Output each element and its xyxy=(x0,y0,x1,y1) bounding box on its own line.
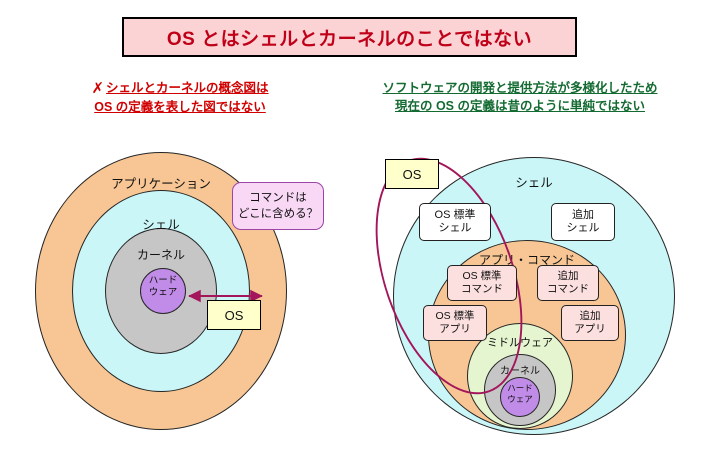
left-label-application: アプリケーション xyxy=(111,177,211,191)
caption-left-line1: ✗シェルとカーネルの概念図は xyxy=(22,79,338,98)
right-label-hardware: ハード ウェア xyxy=(500,383,540,404)
box-additional-command: 追加 コマンド xyxy=(537,265,599,301)
slide-title-box: OS とはシェルとカーネルのことではない xyxy=(122,17,577,57)
box-additional-app: 追加 アプリ xyxy=(561,305,619,341)
box-standard-command: OS 標準 コマンド xyxy=(447,265,517,301)
right-label-hardware-line2: ウェア xyxy=(507,393,533,404)
box-standard-shell-line1: OS 標準 xyxy=(434,209,476,221)
left-os-box[interactable]: OS xyxy=(207,300,261,330)
box-standard-app-line2: アプリ xyxy=(439,323,471,335)
caption-right-text1: ソフトウェアの開発と提供方法が多様化したため xyxy=(382,81,658,95)
left-label-kernel: カーネル xyxy=(136,248,185,262)
right-label-kernel: カーネル xyxy=(500,366,540,377)
caption-right-text2: 現在の OS の定義は昔のように単純ではない xyxy=(394,99,645,113)
left-ring-hardware xyxy=(140,268,186,314)
caption-left-text1: シェルとカーネルの概念図は xyxy=(106,81,269,95)
left-os-box-label: OS xyxy=(224,307,244,323)
caption-left-text2: OS の定義を表した図ではない xyxy=(94,100,266,114)
box-additional-command-line2: コマンド xyxy=(547,283,589,295)
right-label-hardware-line1: ハード xyxy=(507,383,533,393)
left-label-shell: シェル xyxy=(142,218,180,232)
right-label-shell: シェル xyxy=(515,176,553,190)
caption-right: ソフトウェアの開発と提供方法が多様化したため 現在の OS の定義は昔のように単… xyxy=(348,79,692,115)
box-standard-shell: OS 標準 シェル xyxy=(419,203,491,241)
box-additional-shell-line2: シェル xyxy=(566,222,600,234)
right-os-box-label: OS xyxy=(402,166,422,182)
slide-title-text: OS とはシェルとカーネルのことではない xyxy=(166,28,533,50)
box-standard-shell-line2: シェル xyxy=(438,222,472,234)
cross-mark-icon: ✗ xyxy=(91,80,105,97)
box-additional-app-line2: アプリ xyxy=(574,323,606,335)
box-standard-app-line1: OS 標準 xyxy=(435,310,475,322)
callout-line2: どこに含める？ xyxy=(237,208,319,220)
right-os-box[interactable]: OS xyxy=(385,159,439,189)
caption-left: ✗シェルとカーネルの概念図は OS の定義を表した図ではない xyxy=(22,79,338,116)
left-label-hardware-line2: ウェア xyxy=(148,287,178,298)
left-label-hardware: ハード ウェア xyxy=(140,275,186,299)
command-question-callout: コマンドは どこに含める？ xyxy=(232,182,324,230)
box-standard-app: OS 標準 アプリ xyxy=(423,305,487,341)
box-standard-command-line1: OS 標準 xyxy=(462,270,502,282)
box-standard-command-line2: コマンド xyxy=(461,283,503,295)
box-additional-command-line1: 追加 xyxy=(557,270,579,282)
left-label-hardware-line1: ハード xyxy=(148,275,178,286)
box-additional-shell-line1: 追加 xyxy=(572,209,594,221)
callout-line1: コマンドは xyxy=(249,192,307,204)
box-additional-app-line1: 追加 xyxy=(579,310,601,322)
box-additional-shell: 追加 シェル xyxy=(551,203,615,241)
